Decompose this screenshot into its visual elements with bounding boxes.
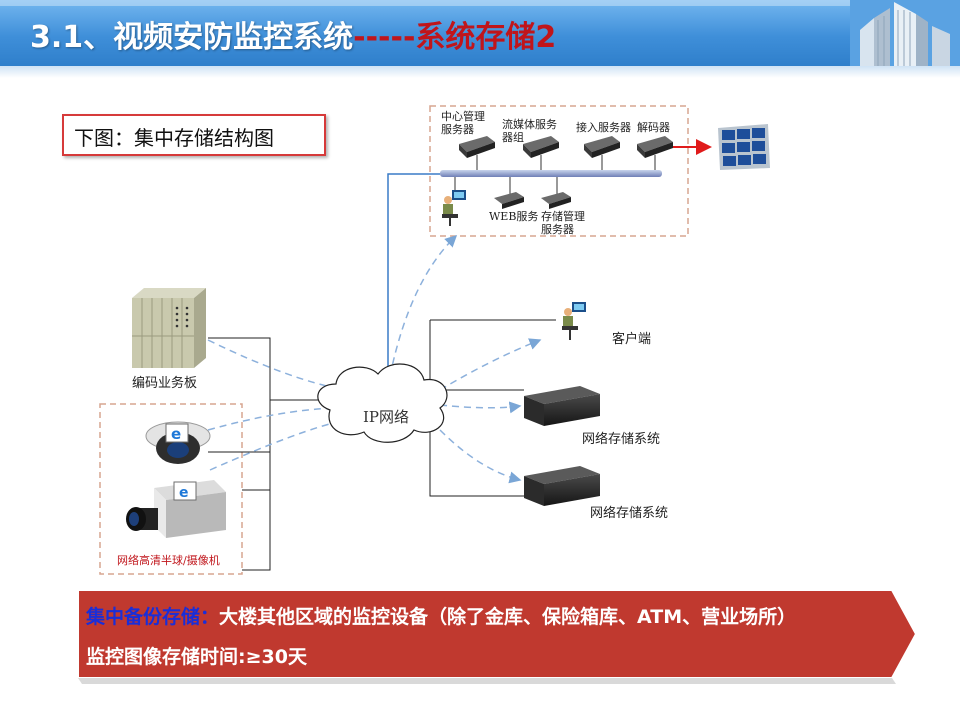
video-wall-icon bbox=[718, 124, 770, 170]
uplink-line bbox=[387, 173, 440, 378]
header-shine bbox=[0, 0, 960, 6]
storage-system-2-icon bbox=[524, 466, 600, 506]
title-sub: -----系统存储2 bbox=[353, 20, 557, 55]
header-bar: 3.1、视频安防监控系统-----系统存储2 bbox=[0, 0, 960, 66]
banner-line-1: 集中备份存储：大楼其他区域的监控设备（除了金库、保险箱库、ATM、营业场所） bbox=[86, 602, 796, 629]
label-client: 客户端 bbox=[612, 332, 652, 347]
server-icons bbox=[459, 136, 673, 209]
label-decoder: 解码器 bbox=[637, 121, 670, 134]
server-group-box bbox=[429, 105, 689, 237]
buildings-icon bbox=[850, 0, 960, 66]
dome-camera-icon: e bbox=[145, 421, 211, 464]
label-streaming-server: 流媒体服务 器组 bbox=[502, 118, 557, 144]
banner-line-2: 监控图像存储时间:≥30天 bbox=[86, 646, 307, 668]
ip-network-cloud bbox=[317, 363, 448, 443]
label-center-server: 中心管理 服务器 bbox=[441, 110, 485, 136]
banner-shape bbox=[77, 589, 918, 679]
label-ip-network: IP网络 bbox=[363, 408, 410, 426]
svg-text:e: e bbox=[179, 485, 189, 501]
svg-text:e: e bbox=[171, 425, 181, 443]
diagram-caption-box: 下图：集中存储结构图 bbox=[62, 114, 326, 156]
header-underline bbox=[0, 66, 960, 78]
camera-group-box bbox=[99, 403, 243, 575]
banner-line-1-text: 大楼其他区域的监控设备（除了金库、保险箱库、ATM、营业场所） bbox=[219, 606, 797, 628]
diagram-caption: 下图：集中存储结构图 bbox=[74, 126, 274, 150]
operator-icon-top bbox=[442, 190, 466, 226]
label-web-service: WEB服务 bbox=[489, 210, 539, 223]
encoder-board-icon bbox=[132, 288, 206, 368]
network-bus bbox=[440, 170, 662, 177]
label-access-server: 接入服务器 bbox=[576, 121, 631, 134]
banner-highlight: 集中备份存储： bbox=[86, 606, 220, 628]
client-operator-icon bbox=[562, 302, 586, 340]
title-main: 3.1、视频安防监控系统 bbox=[30, 20, 354, 55]
label-storage-2: 网络存储系统 bbox=[590, 506, 669, 521]
box-camera-icon: e bbox=[126, 480, 226, 538]
label-cameras: 网络高清半球/摄像机 bbox=[117, 554, 220, 567]
label-storage-1: 网络存储系统 bbox=[582, 432, 661, 447]
storage-system-1-icon bbox=[524, 386, 600, 426]
label-storage-mgmt-server: 存储管理 服务器 bbox=[541, 210, 585, 236]
page-title: 3.1、视频安防监控系统-----系统存储2 bbox=[30, 12, 556, 56]
label-encoder-board: 编码业务板 bbox=[132, 376, 198, 391]
